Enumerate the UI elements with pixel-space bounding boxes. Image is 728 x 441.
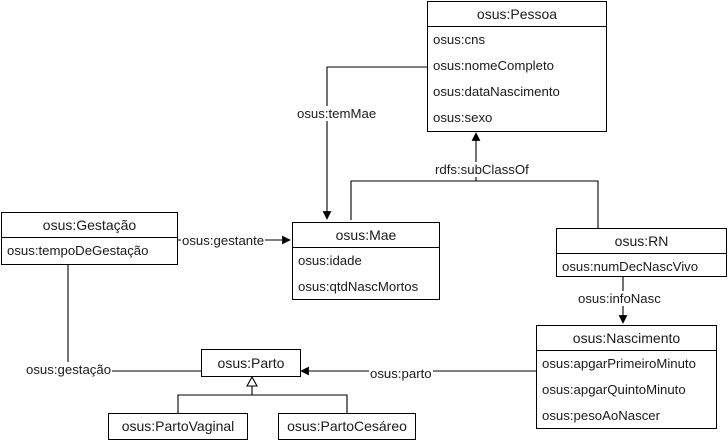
class-pessoa-attr-data-nascimento: osus:dataNascimento [433,84,560,99]
subclass-of-edge-mae [350,180,599,228]
class-pessoa-attr-nome-completo: osus:nomeCompleto [433,58,554,73]
class-parto-title: osus:Parto [217,355,285,371]
class-mae-attr-idade: osus:idade [298,253,362,268]
class-parto-cesareo-title: osus:PartoCesáreo [287,418,407,434]
class-mae-title: osus:Mae [293,223,439,248]
edge-label-tem-mae: osus:temMae [296,106,378,121]
class-gestacao[interactable]: osus:Gestação osus:tempoDeGestação [1,212,178,265]
class-rn[interactable]: osus:RN osus:numDecNascVivo [556,228,727,277]
edge-label-subclass-of: rdfs:subClassOf [434,162,530,177]
class-parto-vaginal[interactable]: osus:PartoVaginal [108,413,248,440]
class-mae-attr-qtd-nasc-mortos: osus:qtdNascMortos [298,279,419,294]
class-nascimento-attr-peso-ao-nascer: osus:pesoAoNascer [542,408,661,423]
class-nascimento[interactable]: osus:Nascimento osus:apgarPrimeiroMinuto… [536,325,717,429]
class-nascimento-attr-apgar-quinto-minuto: osus:apgarQuintoMinuto [542,382,686,397]
edge-label-info-nasc: osus:infoNasc [577,291,662,306]
edge-label-gestacao: osus:gestação [25,362,113,377]
edge-label-gestante: osus:gestante [181,233,266,248]
class-nascimento-attr-apgar-primeiro-minuto: osus:apgarPrimeiroMinuto [542,356,696,371]
tem-mae-edge [322,66,427,220]
edge-label-parto: osus:parto [369,366,433,381]
class-gestacao-title: osus:Gestação [2,213,177,238]
inheritance-triangle [246,375,258,387]
class-parto[interactable]: osus:Parto [201,349,301,377]
class-parto-cesareo[interactable]: osus:PartoCesáreo [278,413,416,440]
class-rn-title: osus:RN [557,229,726,254]
class-pessoa[interactable]: osus:Pessoa osus:cns osus:nomeCompleto o… [427,1,607,132]
class-mae[interactable]: osus:Mae osus:idade osus:qtdNascMortos [292,222,440,300]
class-parto-vaginal-title: osus:PartoVaginal [121,418,235,434]
class-pessoa-attr-sexo: osus:sexo [433,110,493,125]
class-nascimento-title: osus:Nascimento [537,326,716,351]
class-pessoa-attr-cns: osus:cns [433,32,486,47]
class-gestacao-attr-tempo-de-gestacao: osus:tempoDeGestação [7,243,149,258]
class-rn-attr-num-dec-nasc-vivo: osus:numDecNascVivo [562,259,699,274]
class-pessoa-title: osus:Pessoa [428,2,606,27]
inheritance-edge [177,394,348,413]
